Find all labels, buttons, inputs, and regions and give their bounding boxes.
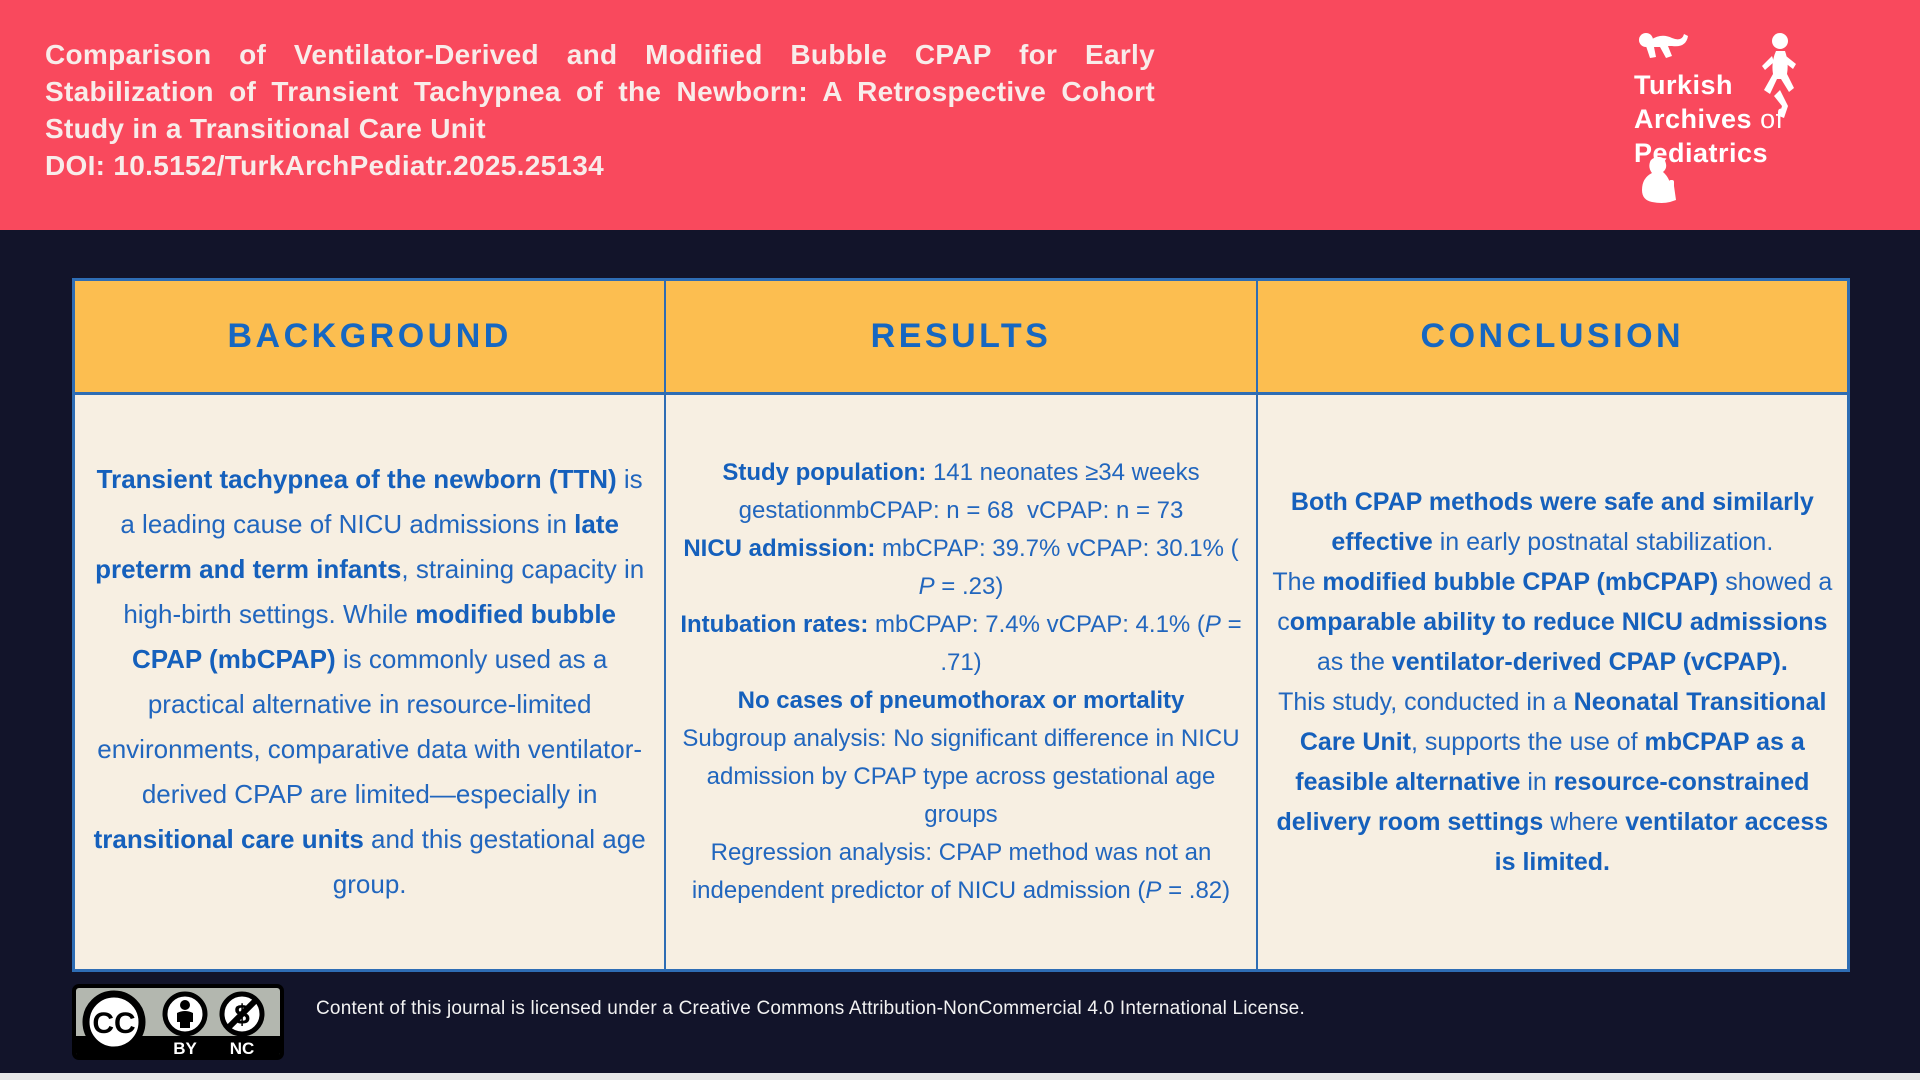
- sitting-baby-icon: [1636, 156, 1680, 204]
- walking-child-icon: [1758, 32, 1798, 120]
- results-body: Study population: 141 neonates ≥34 weeks…: [666, 395, 1256, 969]
- cell-paragraph: Both CPAP methods were safe and similarl…: [1290, 488, 1814, 556]
- cell-paragraph: Regression analysis: CPAP method was not…: [691, 839, 1231, 904]
- logo-word-archives: Archives: [1634, 104, 1753, 134]
- cc-by-nc-badge: CC $ BY NC: [72, 984, 284, 1060]
- summary-table: BACKGROUND Transient tachypnea of the ne…: [72, 278, 1850, 972]
- crawling-baby-icon: [1638, 28, 1692, 62]
- journal-banner: Comparison of Ventilator-Derived and Mod…: [0, 0, 1920, 230]
- cell-paragraph: Study population: 141 neonates ≥34 weeks…: [722, 459, 1200, 524]
- bottom-edge-strip: [0, 1073, 1920, 1080]
- cell-paragraph: The modified bubble CPAP (mbCPAP) showed…: [1272, 568, 1833, 676]
- background-header: BACKGROUND: [75, 281, 665, 395]
- conclusion-body: Both CPAP methods were safe and similarl…: [1257, 395, 1847, 969]
- license-footer: CC $ BY NC Content of this journal is li…: [72, 984, 1872, 1062]
- logo-word-turkish: Turkish: [1634, 70, 1734, 100]
- cell-paragraph: This study, conducted in a Neonatal Tran…: [1276, 688, 1829, 876]
- results-column: RESULTS Study population: 141 neonates ≥…: [664, 281, 1256, 969]
- background-body: Transient tachypnea of the newborn (TTN)…: [75, 395, 665, 969]
- background-column: BACKGROUND Transient tachypnea of the ne…: [75, 281, 665, 969]
- cc-glyph: CC: [92, 1007, 135, 1040]
- cell-paragraph: Transient tachypnea of the newborn (TTN)…: [93, 464, 646, 899]
- license-text: Content of this journal is licensed unde…: [316, 998, 1305, 1019]
- cell-paragraph: Subgroup analysis: No significant differ…: [682, 725, 1240, 828]
- conclusion-column: CONCLUSION Both CPAP methods were safe a…: [1255, 281, 1847, 969]
- paper-doi: DOI: 10.5152/TurkArchPediatr.2025.25134: [45, 150, 605, 181]
- cell-paragraph: Intubation rates: mbCPAP: 7.4% vCPAP: 4.…: [680, 611, 1242, 676]
- conclusion-header: CONCLUSION: [1257, 281, 1847, 395]
- paper-title: Comparison of Ventilator-Derived and Mod…: [45, 39, 1155, 144]
- journal-logo: Turkish Archives of Pediatrics: [1630, 28, 1870, 208]
- journal-logo-text: Turkish Archives of Pediatrics: [1634, 68, 1784, 170]
- svg-text:BY: BY: [173, 1039, 197, 1058]
- svg-text:NC: NC: [230, 1039, 255, 1058]
- cell-paragraph: No cases of pneumothorax or mortality: [737, 687, 1185, 714]
- results-header: RESULTS: [666, 281, 1256, 395]
- cell-paragraph: NICU admission: mbCPAP: 39.7% vCPAP: 30.…: [683, 535, 1239, 600]
- logo-word-archives-of: Archives of: [1634, 102, 1784, 136]
- title-block: Comparison of Ventilator-Derived and Mod…: [45, 36, 1155, 184]
- logo-word-of: of: [1752, 104, 1784, 134]
